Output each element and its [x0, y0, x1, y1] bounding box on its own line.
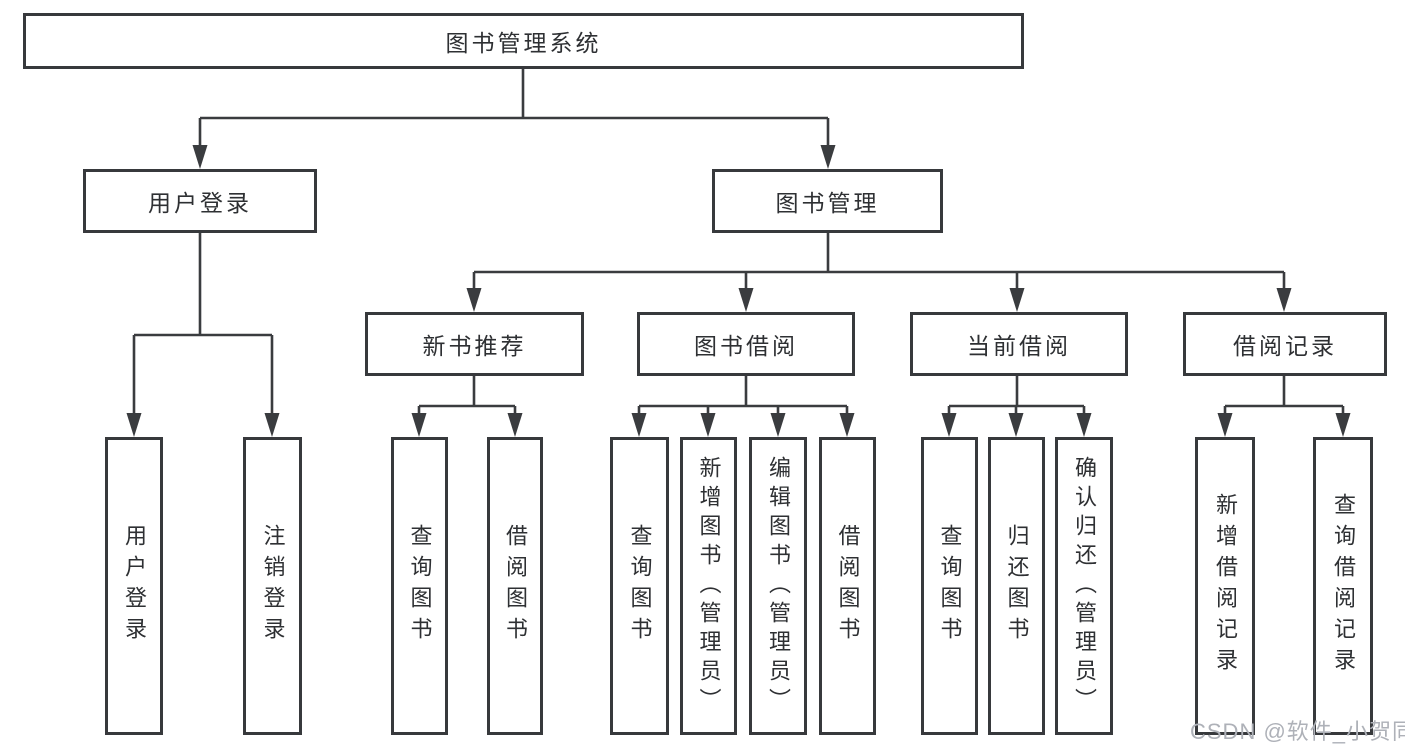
- leaf-records-add-borrow-record: 新增借阅记录: [1195, 437, 1255, 735]
- leaf-borrowing-edit-books-admin: 编辑图书（管理员）: [749, 437, 807, 735]
- node-book-borrowing: 图书借阅: [637, 312, 855, 376]
- leaf-user-login: 用户登录: [105, 437, 163, 735]
- node-current-borrowing: 当前借阅: [910, 312, 1128, 376]
- node-book-management: 图书管理: [712, 169, 943, 233]
- leaf-current-return-books: 归还图书: [988, 437, 1045, 735]
- leaf-logout: 注销登录: [243, 437, 302, 735]
- leaf-current-confirm-return-admin: 确认归还（管理员）: [1055, 437, 1113, 735]
- leaf-records-query-borrow-record: 查询借阅记录: [1313, 437, 1373, 735]
- leaf-borrowing-borrow-books: 借阅图书: [819, 437, 876, 735]
- node-borrowing-records: 借阅记录: [1183, 312, 1387, 376]
- node-user-login: 用户登录: [83, 169, 317, 233]
- leaf-borrowing-query-books: 查询图书: [610, 437, 669, 735]
- node-new-book-recommendation: 新书推荐: [365, 312, 584, 376]
- leaf-borrowing-add-books-admin: 新增图书（管理员）: [680, 437, 737, 735]
- leaf-newbooks-borrow-books: 借阅图书: [487, 437, 543, 735]
- leaf-current-query-books: 查询图书: [921, 437, 978, 735]
- node-library-management-system: 图书管理系统: [23, 13, 1024, 69]
- csdn-watermark: CSDN @软件_小贺同学: [1190, 719, 1405, 744]
- leaf-newbooks-query-books: 查询图书: [391, 437, 448, 735]
